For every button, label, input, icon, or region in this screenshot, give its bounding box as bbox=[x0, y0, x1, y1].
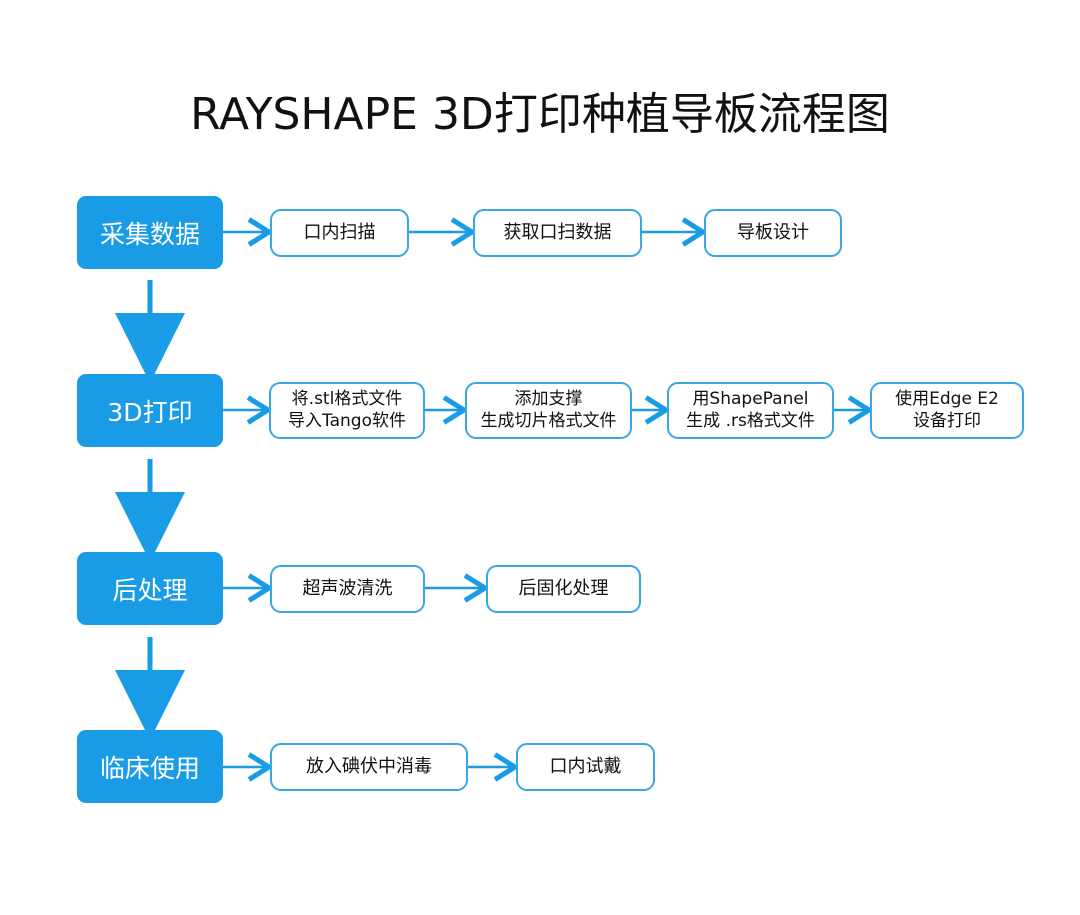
step-text: 后固化处理 bbox=[518, 577, 609, 599]
stage-label: 采集数据 bbox=[99, 219, 200, 249]
stage-label: 3D打印 bbox=[107, 397, 193, 427]
stage-collect-data: 采集数据 bbox=[77, 196, 223, 269]
stage-label: 后处理 bbox=[112, 575, 188, 605]
step-box: 口内扫描 bbox=[270, 209, 409, 257]
step-text: 生成切片格式文件 bbox=[480, 410, 617, 431]
step-text: 使用Edge E2 bbox=[895, 389, 999, 410]
page-title: RAYSHAPE 3D打印种植导板流程图 bbox=[190, 89, 890, 140]
step-text: 添加支撑 bbox=[514, 389, 583, 410]
stage-label: 临床使用 bbox=[99, 753, 200, 783]
step-text: 导入Tango软件 bbox=[288, 410, 406, 431]
step-box: 口内试戴 bbox=[516, 743, 655, 791]
stage-3d-print: 3D打印 bbox=[77, 374, 223, 447]
step-text: 口内试戴 bbox=[549, 755, 622, 777]
step-text: 口内扫描 bbox=[303, 221, 376, 243]
step-text: 用ShapePanel bbox=[692, 389, 809, 410]
stage-clinical-use: 临床使用 bbox=[77, 730, 223, 803]
step-box: 后固化处理 bbox=[486, 565, 641, 613]
step-text: 生成 .rs格式文件 bbox=[686, 410, 815, 431]
step-box: 获取口扫数据 bbox=[473, 209, 642, 257]
step-box: 添加支撑生成切片格式文件 bbox=[465, 382, 632, 439]
step-text: 获取口扫数据 bbox=[503, 221, 612, 243]
step-box: 放入碘伏中消毒 bbox=[270, 743, 468, 791]
step-box: 导板设计 bbox=[704, 209, 842, 257]
step-text: 设备打印 bbox=[913, 410, 981, 431]
step-text: 超声波清洗 bbox=[302, 577, 393, 599]
step-text: 放入碘伏中消毒 bbox=[306, 755, 432, 777]
step-text: 导板设计 bbox=[737, 221, 809, 243]
horizontal-arrows bbox=[223, 232, 869, 767]
step-box: 超声波清洗 bbox=[270, 565, 425, 613]
step-box: 将.stl格式文件导入Tango软件 bbox=[269, 382, 425, 439]
stage-post-processing: 后处理 bbox=[77, 552, 223, 625]
step-text: 将.stl格式文件 bbox=[291, 389, 403, 410]
